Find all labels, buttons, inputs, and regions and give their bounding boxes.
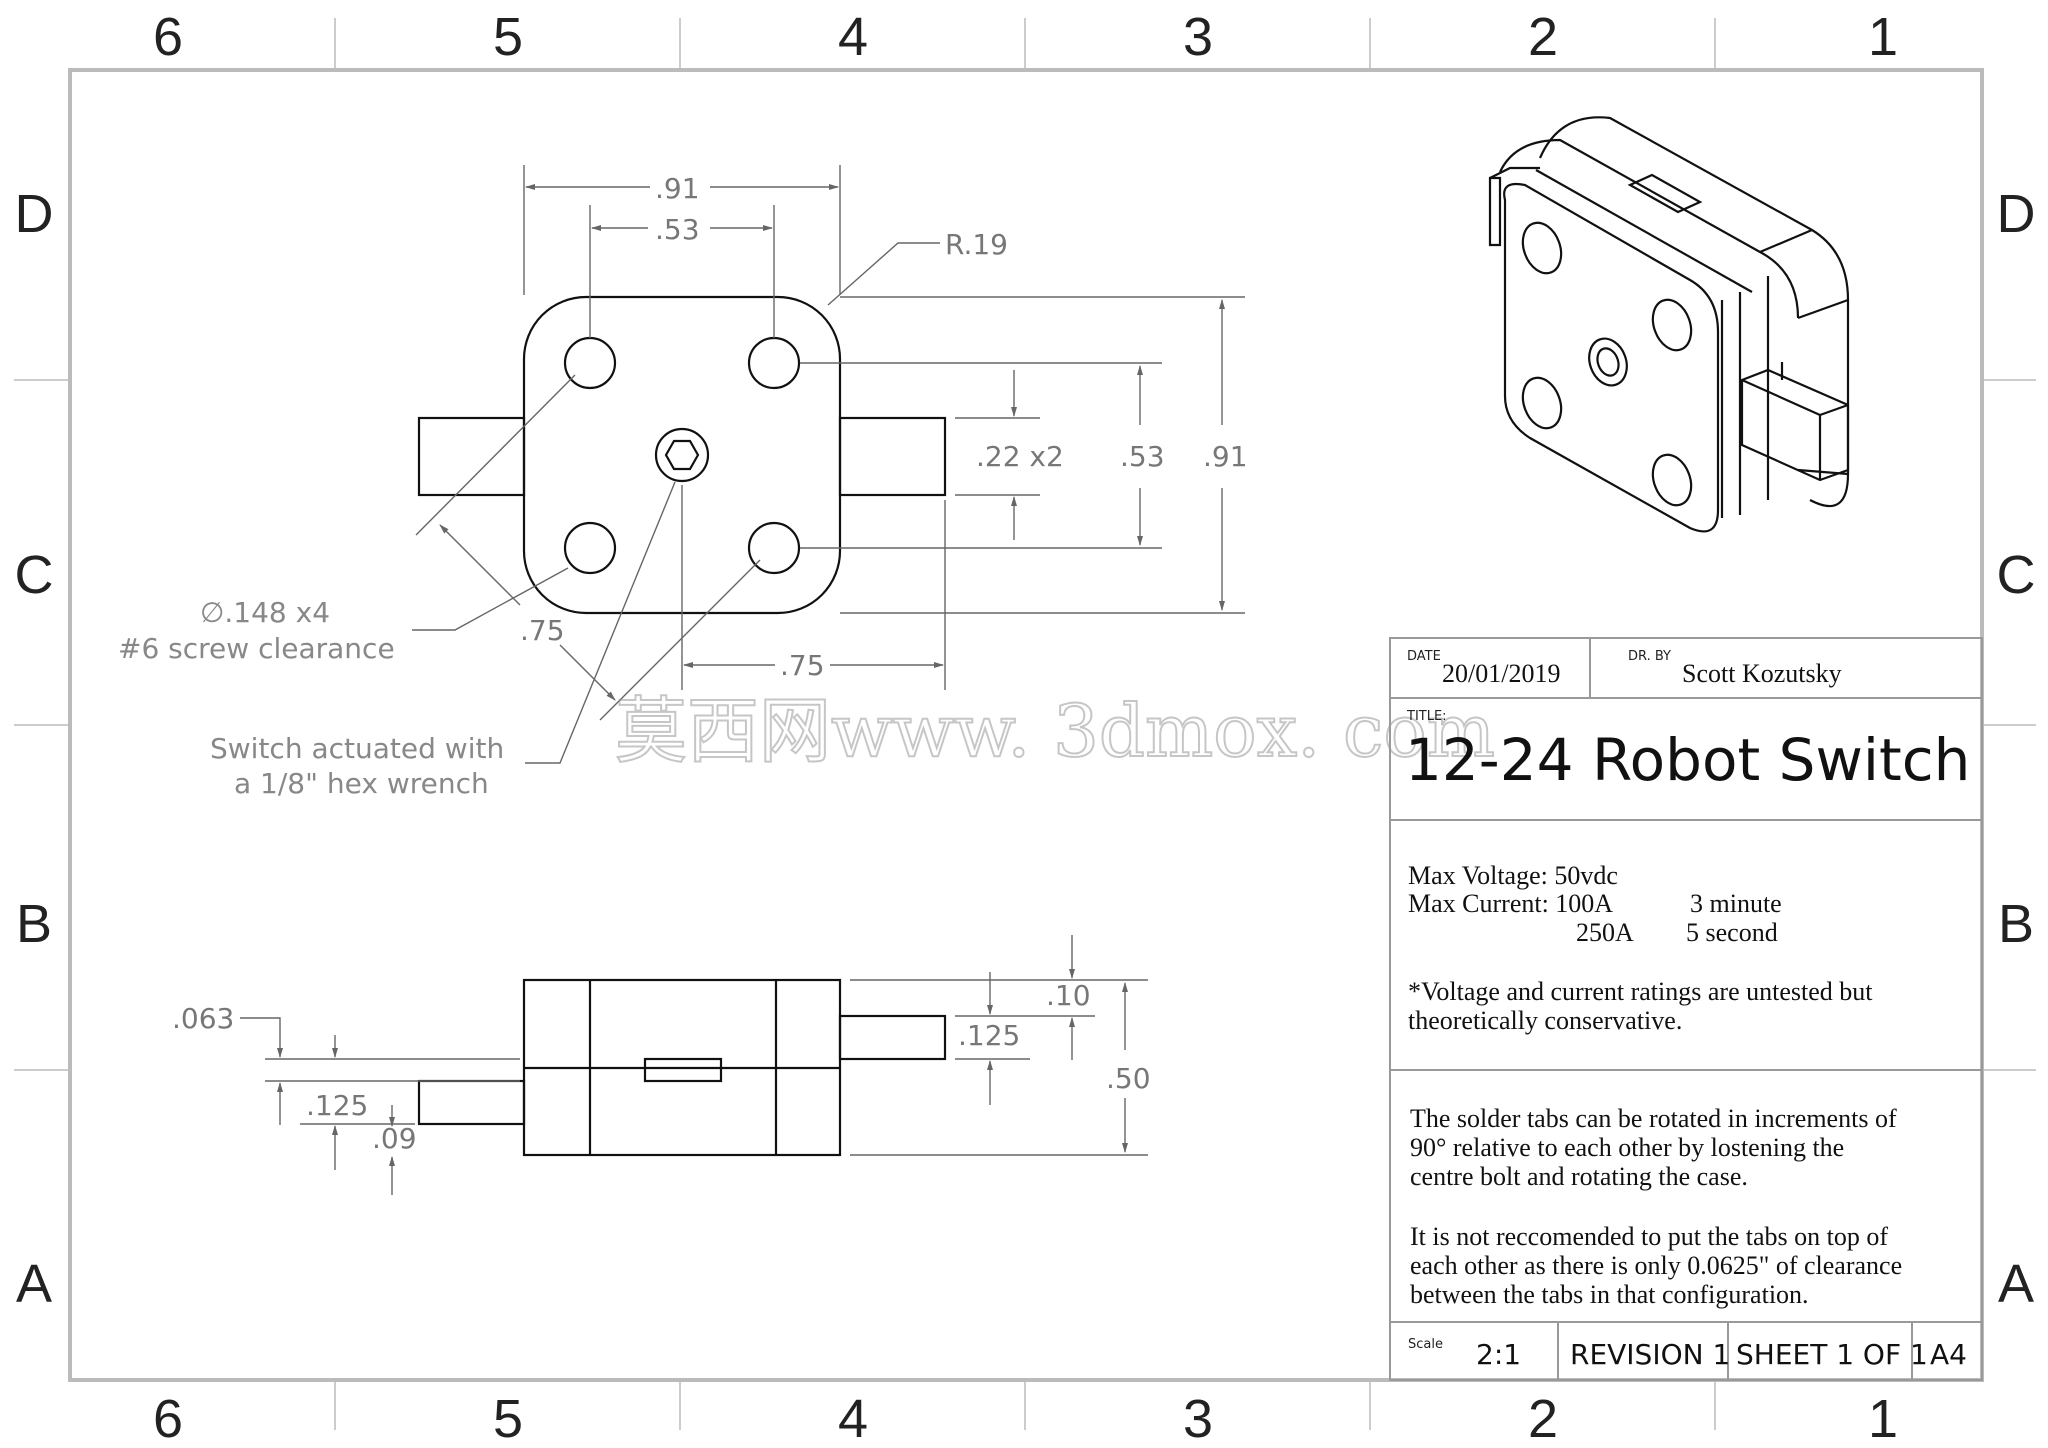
note-clearance-line-1: It is not reccomended to put the tabs on… — [1410, 1222, 1888, 1251]
zone-row-d-left: D — [15, 184, 54, 244]
front-view — [417, 295, 947, 615]
revision: REVISION 1 — [1570, 1338, 1730, 1371]
zone-col-4-bottom: 4 — [838, 1389, 868, 1448]
dim-corner-radius: R.19 — [945, 228, 1008, 261]
dim-tab-height-right: .125 — [958, 1019, 1020, 1052]
date-value: 20/01/2019 — [1442, 659, 1560, 688]
watermark: 莫西网www. 3dmox. com — [615, 689, 1495, 773]
spec-disclaimer-2: theoretically conservative. — [1408, 1006, 1682, 1035]
note-rotation-line-1: The solder tabs can be rotated in increm… — [1410, 1104, 1897, 1133]
zone-row-c-right: C — [1997, 545, 2036, 605]
zone-row-b-left: B — [16, 894, 52, 954]
dim-hole-spacing-x: .53 — [655, 213, 700, 246]
dim-tab-offset-bottom: .09 — [372, 1122, 417, 1155]
mount-hole-tr — [747, 336, 801, 390]
zone-col-2-bottom: 2 — [1528, 1389, 1558, 1448]
zone-col-3-bottom: 3 — [1183, 1389, 1213, 1448]
zone-row-d-right: D — [1997, 184, 2036, 244]
spec-current: Max Current: 100A — [1408, 889, 1613, 918]
side-notch — [643, 1057, 723, 1083]
dim-side-height: .50 — [1106, 1062, 1151, 1095]
spec-disclaimer-1: *Voltage and current ratings are unteste… — [1408, 977, 1873, 1006]
title-block — [1389, 637, 1983, 1381]
date-label: DATE — [1407, 649, 1441, 664]
dim-hole-spacing-y: .53 — [1120, 440, 1165, 473]
iso-center-bolt — [1588, 337, 1628, 387]
isometric-view — [1488, 116, 1850, 533]
drawing-title: 12-24 Robot Switch — [1405, 726, 1970, 794]
zone-col-5-bottom: 5 — [493, 1389, 523, 1448]
side-dimensions — [240, 935, 1148, 1195]
scale-label: Scale — [1408, 1337, 1443, 1352]
dim-tab-width: .22 x2 — [976, 440, 1064, 473]
spec-voltage: Max Voltage: 50vdc — [1408, 861, 1618, 890]
zone-row-c-left: C — [15, 545, 54, 605]
scale-value: 2:1 — [1476, 1338, 1521, 1371]
paper-size: A4 — [1930, 1338, 1967, 1371]
zone-row-b-right: B — [1998, 894, 2034, 954]
dim-tab-height-left: .125 — [306, 1089, 368, 1122]
zone-col-5-top: 5 — [493, 7, 523, 67]
mount-hole-bl — [563, 521, 617, 575]
iso-tab-right — [1740, 368, 1850, 482]
zone-col-1-bottom: 1 — [1868, 1389, 1898, 1448]
spec-current-2: 250A — [1576, 918, 1634, 947]
zone-col-6-top: 6 — [153, 7, 183, 67]
note-rotation-line-2: 90° relative to each other by lostening … — [1410, 1133, 1844, 1162]
side-tab-left — [417, 1079, 526, 1126]
zone-col-6-bottom: 6 — [153, 1389, 183, 1448]
sheet-number: SHEET 1 OF 1 — [1736, 1338, 1928, 1371]
dim-diagonal: .75 — [520, 614, 565, 647]
spec-current-2-time: 5 second — [1686, 918, 1778, 947]
side-view — [417, 978, 947, 1157]
front-tab-right — [838, 416, 947, 497]
iso-hole-2 — [1651, 298, 1693, 352]
note-hole-diameter: ∅.148 x4 — [200, 596, 330, 629]
iso-front-face — [1503, 182, 1720, 533]
front-tab-left — [417, 416, 526, 497]
side-tab-right — [838, 1014, 947, 1061]
dim-height-front: .91 — [1203, 440, 1248, 473]
note-rotation-line-3: centre bolt and rotating the case. — [1410, 1162, 1748, 1191]
hex-socket-icon — [664, 439, 700, 471]
zone-col-4-top: 4 — [838, 7, 868, 67]
note-clearance-line-2: each other as there is only 0.0625" of c… — [1410, 1251, 1902, 1280]
iso-hole-3 — [1521, 376, 1563, 430]
drawn-by-value: Scott Kozutsky — [1682, 659, 1842, 688]
zone-row-a-right: A — [1998, 1254, 2034, 1314]
drawn-by-label: DR. BY — [1628, 649, 1671, 664]
zone-ticks — [14, 18, 2036, 1430]
note-switch-line-2: a 1/8" hex wrench — [234, 767, 489, 800]
dim-width-front: .91 — [655, 172, 700, 205]
dim-tab-offset-top: .10 — [1046, 979, 1091, 1012]
iso-hole-1 — [1521, 221, 1563, 275]
note-clearance-line-3: between the tabs in that configuration. — [1410, 1280, 1809, 1309]
center-bolt — [654, 427, 710, 483]
zone-col-2-top: 2 — [1528, 7, 1558, 67]
dim-tab-offset: .75 — [780, 649, 825, 682]
zone-row-a-left: A — [16, 1254, 52, 1314]
zone-col-3-top: 3 — [1183, 7, 1213, 67]
dim-tab-clearance: .063 — [172, 1002, 234, 1035]
zone-col-1-top: 1 — [1868, 7, 1898, 67]
mount-hole-br — [747, 521, 801, 575]
iso-hole-4 — [1651, 453, 1693, 507]
note-switch-line-1: Switch actuated with — [210, 732, 504, 765]
title-label: TITLE: — [1406, 709, 1447, 724]
mount-hole-tl — [563, 336, 617, 390]
note-hole-description: #6 screw clearance — [118, 632, 395, 665]
front-dimensions — [412, 165, 1245, 764]
spec-current-1-time: 3 minute — [1690, 889, 1782, 918]
